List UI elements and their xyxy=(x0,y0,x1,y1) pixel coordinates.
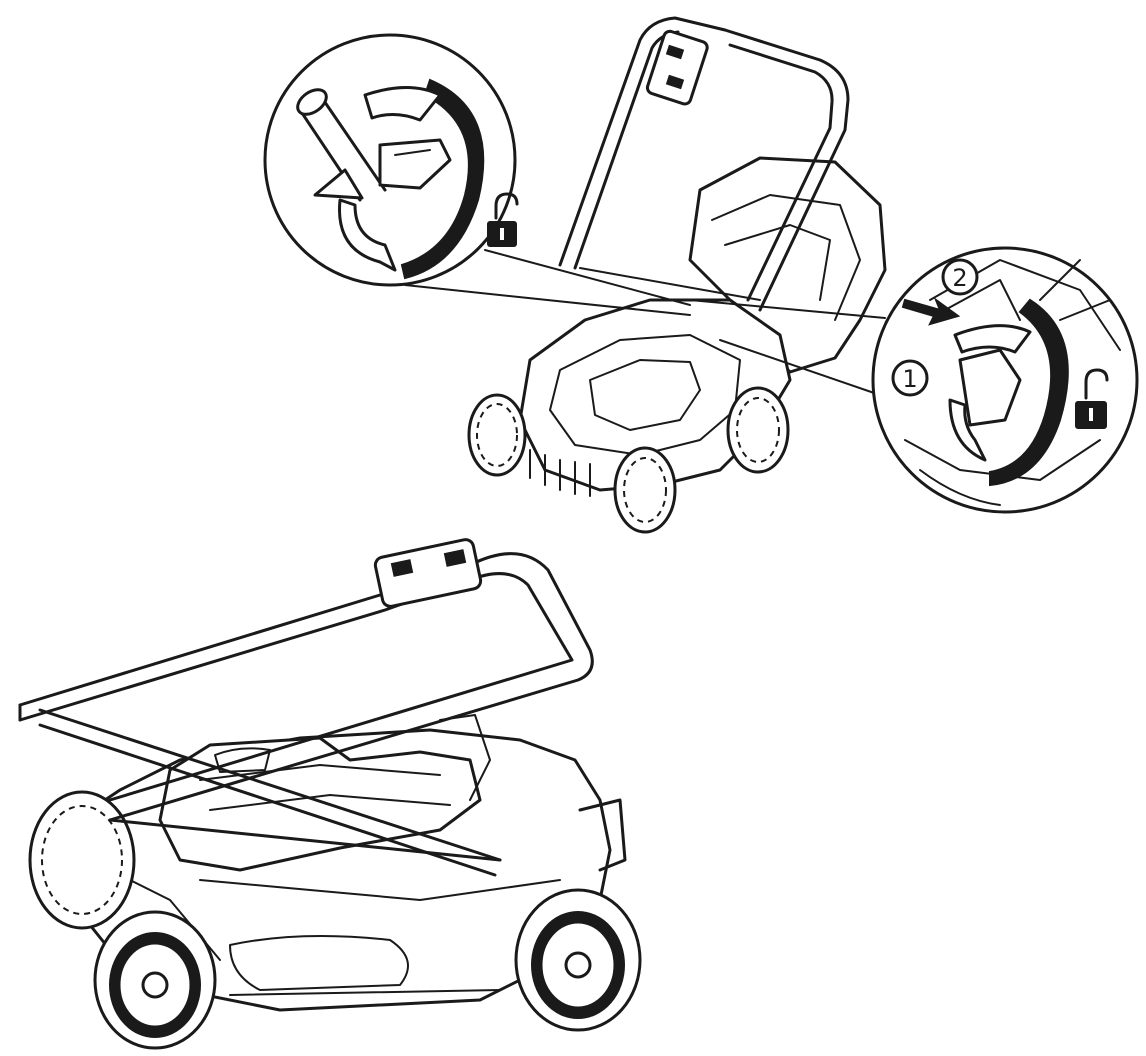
step-1-marker: 1 xyxy=(891,359,929,397)
step-2-marker: 2 xyxy=(941,258,979,296)
bottom-mower-folded-handle xyxy=(18,538,594,877)
push-arrow-icon xyxy=(901,297,961,326)
bottom-mower-wheel-rear-left xyxy=(28,790,136,930)
rotate-arrow-icon xyxy=(400,78,485,280)
step-2-label: 2 xyxy=(952,264,967,292)
unlock-icon xyxy=(487,192,519,247)
top-mower xyxy=(404,16,887,534)
top-mower-wheel-rear-right xyxy=(726,386,790,474)
top-mower-wheel-front-right xyxy=(613,446,677,534)
bottom-mower-wheel-front-left xyxy=(93,910,217,1050)
rotate-arrow-icon xyxy=(989,298,1069,487)
callout-leader-right xyxy=(689,299,886,396)
step-1-label: 1 xyxy=(902,365,917,393)
bottom-mower-wheel-front-right xyxy=(514,888,642,1032)
bottom-mower xyxy=(18,538,642,1050)
top-mower-handle xyxy=(558,16,850,312)
detail-circle-left xyxy=(263,33,519,287)
top-mower-front-vents xyxy=(529,449,591,497)
detail-circle-right: 2 1 xyxy=(871,246,1139,514)
callout-leader-left xyxy=(404,249,691,316)
unlock-icon xyxy=(1075,368,1109,429)
top-mower-wheel-front-left xyxy=(467,393,527,477)
